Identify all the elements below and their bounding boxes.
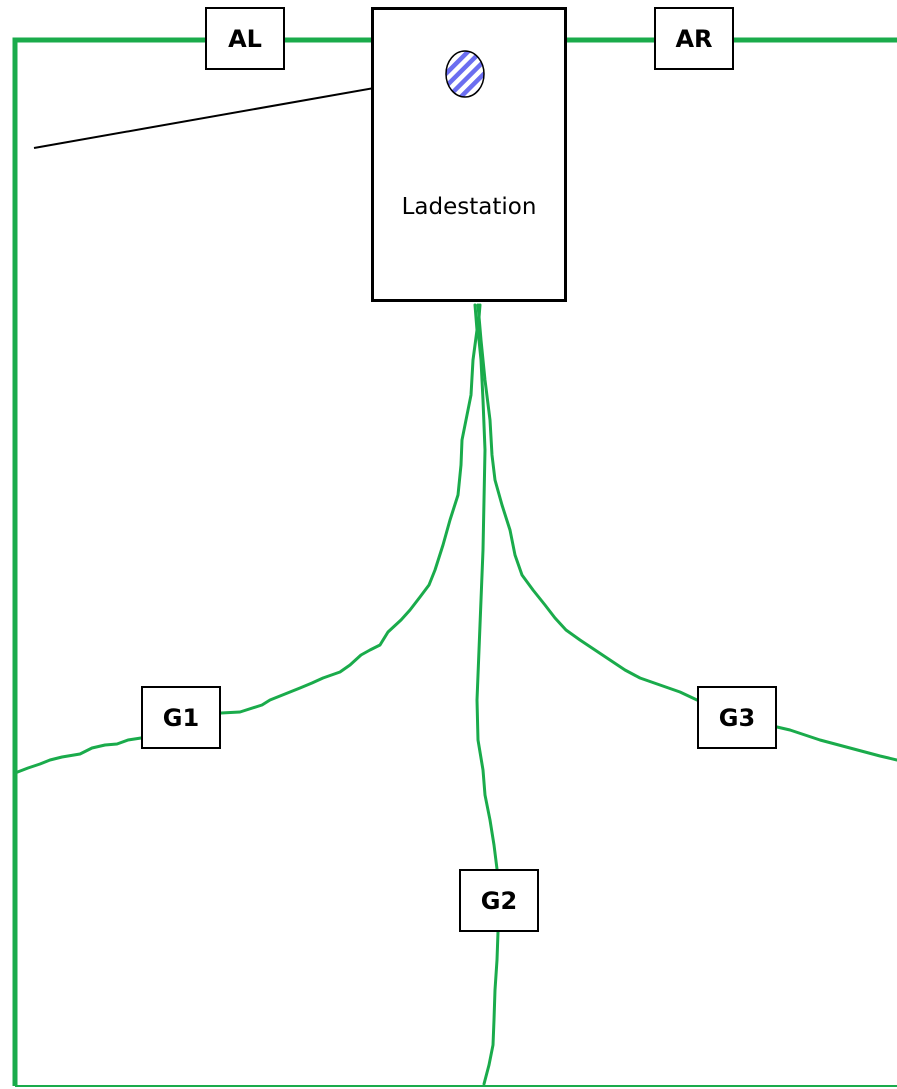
guide-wire-g3 [476,303,699,702]
label-box-g2: G2 [459,869,539,932]
charging-station: Ladestation [371,7,567,302]
station-label: Ladestation [401,194,537,220]
label-box-al: AL [205,7,285,70]
label-box-g3: G3 [697,686,777,749]
label-box-ar: AR [654,7,734,70]
label-box-g1: G1 [141,686,221,749]
guide-wire-g2 [475,303,499,871]
striped-oval-icon [445,50,485,98]
guide-wire-g1 [219,303,479,715]
boundary-wire-left [12,37,375,1086]
guide-wire-g2-lower [482,930,500,1086]
guide-wire-g3-outer [775,725,897,762]
guide-wire-g1-outer [13,736,143,775]
guide-wires [13,303,897,1086]
arrow-icon [33,76,419,149]
